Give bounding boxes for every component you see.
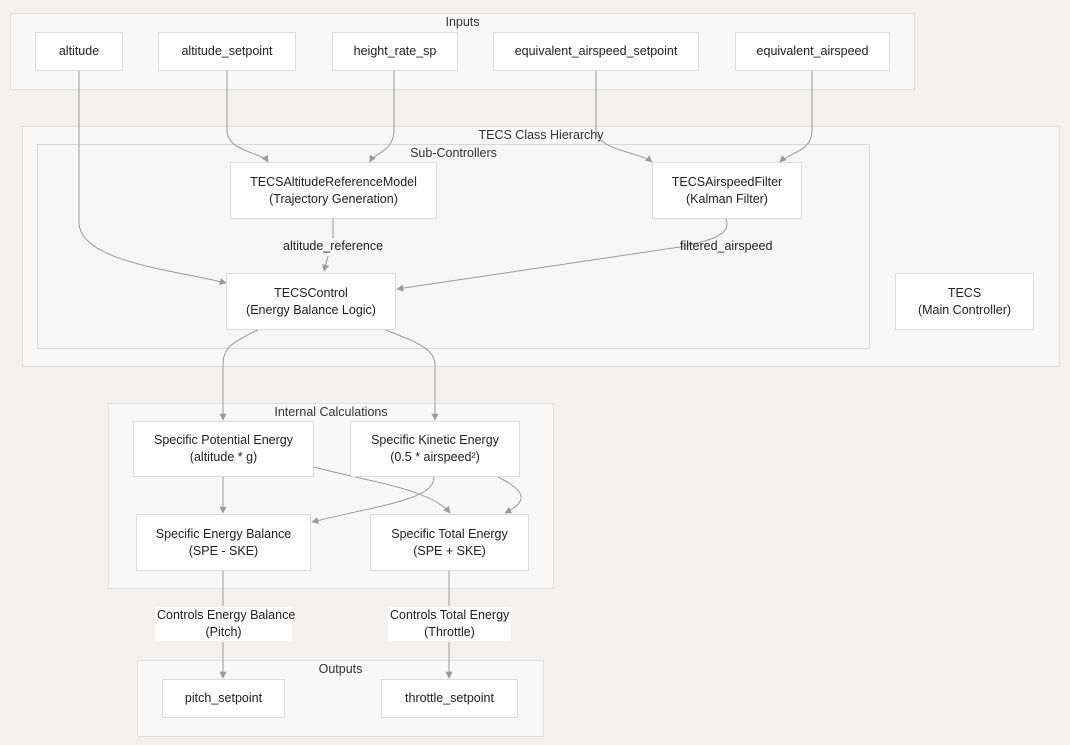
node-tecs-main-controller-title: TECS xyxy=(947,285,982,300)
node-specific-kinetic-energy-subtitle: (0.5 * airspeed²) xyxy=(390,450,480,464)
node-specific-kinetic-energy-title: Specific Kinetic Energy xyxy=(371,433,499,447)
edge-altref-to-tecscontrol xyxy=(324,219,334,271)
cluster-title-internal-calculations: Internal Calculations xyxy=(274,405,388,419)
edge-eas-to-filter xyxy=(779,71,813,163)
node-tecs-control-subtitle: (Energy Balance Logic) xyxy=(246,302,376,317)
edge-tecscontrol-to-ske xyxy=(385,329,439,421)
node-tecs-airspeed-filter-title: TECSAirspeedFilter xyxy=(671,174,783,189)
node-specific-energy-balance-subtitle: (SPE - SKE) xyxy=(188,543,259,558)
node-tecs-control-title: TECSControl xyxy=(274,285,348,300)
node-specific-total-energy-subtitle: (SPE + SKE) xyxy=(413,543,486,558)
node-tecs-altitude-reference-model-subtitle: (Trajectory Generation) xyxy=(269,191,398,206)
cluster-title-inputs: Inputs xyxy=(445,15,480,29)
edge-label-controls-energy-balance-line1: Controls Energy Balance xyxy=(157,608,296,622)
node-tecs-control: TECSControl (Energy Balance Logic) xyxy=(226,273,396,330)
edge-ske-to-seb xyxy=(311,476,435,524)
node-height-rate-sp-label: height_rate_sp xyxy=(353,44,437,58)
node-altitude-label: altitude xyxy=(58,44,100,58)
edge-height-rate-to-altref xyxy=(369,71,395,163)
edge-label-controls-energy-balance: Controls Energy Balance (Pitch) xyxy=(155,607,296,641)
edge-label-filtered-airspeed: filtered_airspeed xyxy=(680,239,773,253)
node-throttle-setpoint-label: throttle_setpoint xyxy=(405,691,494,705)
edge-eas-setpoint-to-filter xyxy=(595,71,653,163)
node-equivalent-airspeed-setpoint-label: equivalent_airspeed_setpoint xyxy=(514,44,678,58)
edge-tecscontrol-to-spe xyxy=(219,329,259,421)
node-equivalent-airspeed: equivalent_airspeed xyxy=(735,32,890,71)
node-specific-total-energy-title: Specific Total Energy xyxy=(391,526,508,541)
edge-altitude-setpoint-to-altref xyxy=(226,71,269,163)
node-equivalent-airspeed-setpoint: equivalent_airspeed_setpoint xyxy=(493,32,699,71)
node-specific-potential-energy-title: Specific Potential Energy xyxy=(154,433,293,447)
node-altitude-setpoint-label: altitude_setpoint xyxy=(181,44,273,58)
node-tecs-altitude-reference-model: TECSAltitudeReferenceModel (Trajectory G… xyxy=(230,162,437,219)
node-tecs-airspeed-filter-subtitle: (Kalman Filter) xyxy=(686,191,768,206)
edge-label-controls-total-energy-line2: (Throttle) xyxy=(424,625,475,639)
node-throttle-setpoint: throttle_setpoint xyxy=(381,679,518,718)
node-specific-potential-energy: Specific Potential Energy (altitude * g) xyxy=(133,421,314,477)
edge-label-controls-total-energy-line1: Controls Total Energy xyxy=(390,608,510,622)
edge-label-altitude-reference: altitude_reference xyxy=(283,239,384,253)
node-specific-kinetic-energy: Specific Kinetic Energy (0.5 * airspeed²… xyxy=(350,421,520,477)
cluster-title-sub-controllers: Sub-Controllers xyxy=(410,146,497,160)
node-pitch-setpoint-label: pitch_setpoint xyxy=(184,691,263,705)
node-specific-potential-energy-subtitle: (altitude * g) xyxy=(189,450,258,464)
node-specific-energy-balance: Specific Energy Balance (SPE - SKE) xyxy=(136,514,311,571)
edge-label-controls-energy-balance-line2: (Pitch) xyxy=(205,625,242,639)
node-specific-energy-balance-title: Specific Energy Balance xyxy=(155,526,292,541)
edge-altitude-to-tecscontrol xyxy=(78,71,227,285)
node-height-rate-sp: height_rate_sp xyxy=(332,32,458,71)
edge-label-controls-total-energy: Controls Total Energy (Throttle) xyxy=(388,607,511,641)
node-tecs-main-controller-subtitle: (Main Controller) xyxy=(917,302,1012,317)
node-equivalent-airspeed-label: equivalent_airspeed xyxy=(756,44,869,58)
node-tecs-altitude-reference-model-title: TECSAltitudeReferenceModel xyxy=(250,174,417,189)
node-tecs-main-controller: TECS (Main Controller) xyxy=(895,273,1034,330)
node-specific-total-energy: Specific Total Energy (SPE + SKE) xyxy=(370,514,529,571)
node-altitude: altitude xyxy=(35,32,123,71)
node-altitude-setpoint: altitude_setpoint xyxy=(158,32,296,71)
node-pitch-setpoint: pitch_setpoint xyxy=(162,679,285,718)
cluster-title-tecs-class-hierarchy: TECS Class Hierarchy xyxy=(478,128,604,142)
edge-ske-to-ste xyxy=(497,476,522,514)
edge-filter-to-tecscontrol xyxy=(396,218,728,292)
edge-spe-to-ste xyxy=(313,466,451,514)
node-tecs-airspeed-filter: TECSAirspeedFilter (Kalman Filter) xyxy=(652,162,802,219)
cluster-title-outputs: Outputs xyxy=(318,662,363,676)
